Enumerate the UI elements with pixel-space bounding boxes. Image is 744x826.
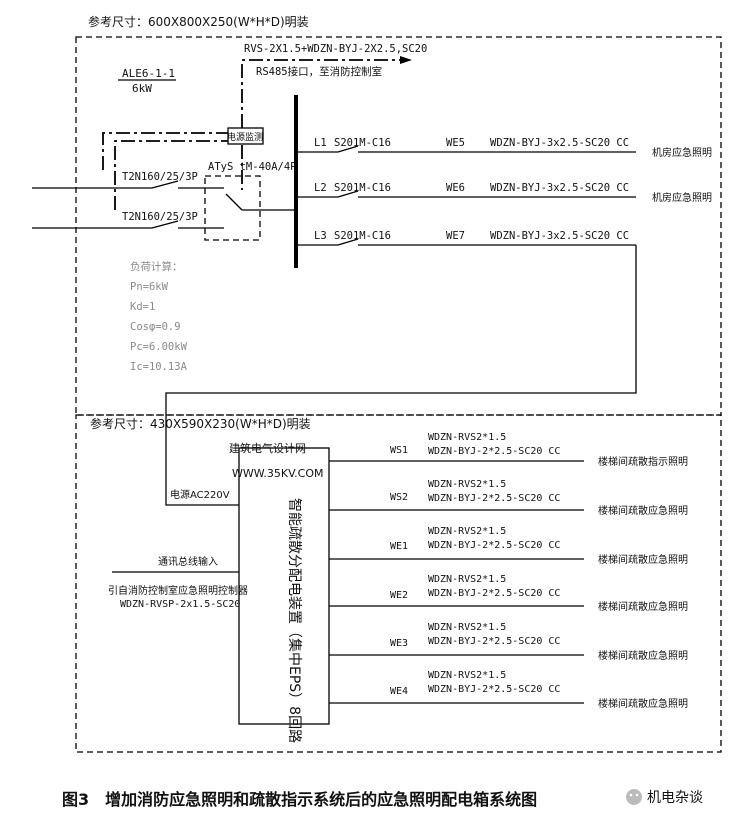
we1-circuit: WE1 bbox=[390, 541, 408, 552]
load-calc-pn: Pn=6kW bbox=[130, 281, 169, 293]
figure-caption: 图3 增加消防应急照明和疏散指示系统后的应急照明配电箱系统图 bbox=[62, 790, 537, 809]
comm-note: RS485接口，至消防控制室 bbox=[256, 65, 382, 78]
ws1-cable-2: WDZN-BYJ-2*2.5-SC20 CC bbox=[428, 446, 560, 457]
ws2-circuit: WS2 bbox=[390, 492, 408, 503]
bus-source-cable: WDZN-RVSP-2x1.5-SC20 bbox=[120, 599, 240, 610]
ats-label: ATyS tM-40A/4P bbox=[208, 161, 297, 173]
l3-line-label: L3 bbox=[314, 230, 327, 242]
source-badge: 机电杂谈 bbox=[626, 789, 703, 806]
panel-id: ALE6-1-1 bbox=[122, 67, 175, 80]
we2-load: 楼梯间疏散应急照明 bbox=[598, 600, 688, 613]
l1-cable: WDZN-BYJ-3x2.5-SC20 CC bbox=[490, 137, 629, 149]
watermark-site-url: WWW.35KV.COM bbox=[232, 467, 324, 480]
l1-load: 机房应急照明 bbox=[652, 146, 712, 159]
bottom-enclosure-outline bbox=[75, 414, 722, 753]
output-row-ws1: WS1 WDZN-RVS2*1.5 WDZN-BYJ-2*2.5-SC20 CC… bbox=[329, 432, 688, 468]
power-monitor-box bbox=[227, 127, 264, 145]
eps-power-label: 电源AC220V bbox=[170, 488, 230, 501]
we1-cable-1: WDZN-RVS2*1.5 bbox=[428, 526, 506, 537]
ats-switch-blade bbox=[225, 193, 243, 211]
power-monitor-label: 电源监测 bbox=[227, 131, 263, 143]
we2-cable-2: WDZN-BYJ-2*2.5-SC20 CC bbox=[428, 588, 560, 599]
we1-load: 楼梯间疏散应急照明 bbox=[598, 553, 688, 566]
we3-cable-1: WDZN-RVS2*1.5 bbox=[428, 622, 506, 633]
bus-input-label: 通讯总线输入 bbox=[158, 555, 218, 568]
l2-circuit: WE6 bbox=[446, 182, 465, 194]
source-badge-name: 机电杂谈 bbox=[647, 790, 703, 806]
l1-line-label: L1 bbox=[314, 137, 327, 149]
ws2-cable-1: WDZN-RVS2*1.5 bbox=[428, 479, 506, 490]
load-calc-kd: Kd=1 bbox=[130, 301, 155, 313]
we2-circuit: WE2 bbox=[390, 590, 408, 601]
monitor-line-1 bbox=[102, 132, 228, 170]
circuit-row-l3: L3 S201M-C16 WE7 WDZN-BYJ-3x2.5-SC20 CC bbox=[296, 230, 636, 246]
comm-line bbox=[241, 59, 400, 128]
we1-cable-2: WDZN-BYJ-2*2.5-SC20 CC bbox=[428, 540, 560, 551]
l2-breaker: S201M-C16 bbox=[334, 182, 391, 194]
circuit-row-l2: L2 S201M-C16 WE6 WDZN-BYJ-3x2.5-SC20 CC … bbox=[296, 182, 712, 204]
load-calc-ic: Ic=10.13A bbox=[130, 361, 188, 373]
bus-source-label: 引自消防控制室应急照明控制器 bbox=[108, 584, 248, 597]
top-dimension-label: 参考尺寸：600X800X250(W*H*D)明装 bbox=[88, 14, 309, 29]
output-row-we3: WE3 WDZN-RVS2*1.5 WDZN-BYJ-2*2.5-SC20 CC… bbox=[329, 622, 688, 662]
we3-circuit: WE3 bbox=[390, 638, 408, 649]
bottom-dimension-label: 参考尺寸：430X590X230(W*H*D)明装 bbox=[90, 416, 311, 431]
wechat-icon bbox=[626, 789, 642, 805]
watermark-site-name: 建筑电气设计网 bbox=[229, 441, 306, 455]
circuit-row-l1: L1 S201M-C16 WE5 WDZN-BYJ-3x2.5-SC20 CC … bbox=[296, 137, 712, 159]
breaker-1-contact bbox=[151, 180, 179, 189]
breaker-2-contact bbox=[151, 220, 179, 229]
we2-cable-1: WDZN-RVS2*1.5 bbox=[428, 574, 506, 585]
ws1-load: 楼梯间疏散指示照明 bbox=[598, 455, 688, 468]
l1-breaker: S201M-C16 bbox=[334, 137, 391, 149]
eps-unit-label: 智能疏散分配电装置（集中EPS）8回路 bbox=[286, 498, 303, 743]
l1-circuit: WE5 bbox=[446, 137, 465, 149]
panel-power: 6kW bbox=[132, 82, 152, 95]
ats-box bbox=[204, 175, 261, 241]
l3-breaker: S201M-C16 bbox=[334, 230, 391, 242]
comm-arrow-icon bbox=[400, 56, 412, 64]
l3-circuit: WE7 bbox=[446, 230, 465, 242]
breaker-2-label: T2N160/25/3P bbox=[122, 211, 198, 223]
ws1-cable-1: WDZN-RVS2*1.5 bbox=[428, 432, 506, 443]
ws2-load: 楼梯间疏散应急照明 bbox=[598, 504, 688, 517]
top-enclosure-outline bbox=[75, 36, 722, 416]
l3-cable: WDZN-BYJ-3x2.5-SC20 CC bbox=[490, 230, 629, 242]
we3-cable-2: WDZN-BYJ-2*2.5-SC20 CC bbox=[428, 636, 560, 647]
l2-line-label: L2 bbox=[314, 182, 327, 194]
l2-load: 机房应急照明 bbox=[652, 191, 712, 204]
output-row-we1: WE1 WDZN-RVS2*1.5 WDZN-BYJ-2*2.5-SC20 CC… bbox=[329, 526, 688, 566]
load-calc-title: 负荷计算： bbox=[130, 260, 183, 273]
load-calc-cos: Cosφ=0.9 bbox=[130, 321, 181, 333]
output-row-ws2: WS2 WDZN-RVS2*1.5 WDZN-BYJ-2*2.5-SC20 CC… bbox=[329, 479, 688, 517]
we4-circuit: WE4 bbox=[390, 686, 408, 697]
l2-cable: WDZN-BYJ-3x2.5-SC20 CC bbox=[490, 182, 629, 194]
we4-load: 楼梯间疏散应急照明 bbox=[598, 697, 688, 710]
ws1-circuit: WS1 bbox=[390, 445, 408, 456]
comm-cable-spec: RVS-2X1.5+WDZN-BYJ-2X2.5,SC20 bbox=[244, 43, 427, 55]
we4-cable-1: WDZN-RVS2*1.5 bbox=[428, 670, 506, 681]
output-row-we4: WE4 WDZN-RVS2*1.5 WDZN-BYJ-2*2.5-SC20 CC… bbox=[329, 670, 688, 710]
eps-unit-box bbox=[238, 447, 330, 725]
monitor-line-2 bbox=[114, 140, 228, 210]
eps-supply-line bbox=[165, 245, 637, 506]
we3-load: 楼梯间疏散应急照明 bbox=[598, 649, 688, 662]
ws2-cable-2: WDZN-BYJ-2*2.5-SC20 CC bbox=[428, 493, 560, 504]
we4-cable-2: WDZN-BYJ-2*2.5-SC20 CC bbox=[428, 684, 560, 695]
load-calc-pc: Pc=6.00kW bbox=[130, 341, 188, 353]
output-row-we2: WE2 WDZN-RVS2*1.5 WDZN-BYJ-2*2.5-SC20 CC… bbox=[329, 574, 688, 613]
breaker-1-label: T2N160/25/3P bbox=[122, 171, 198, 183]
